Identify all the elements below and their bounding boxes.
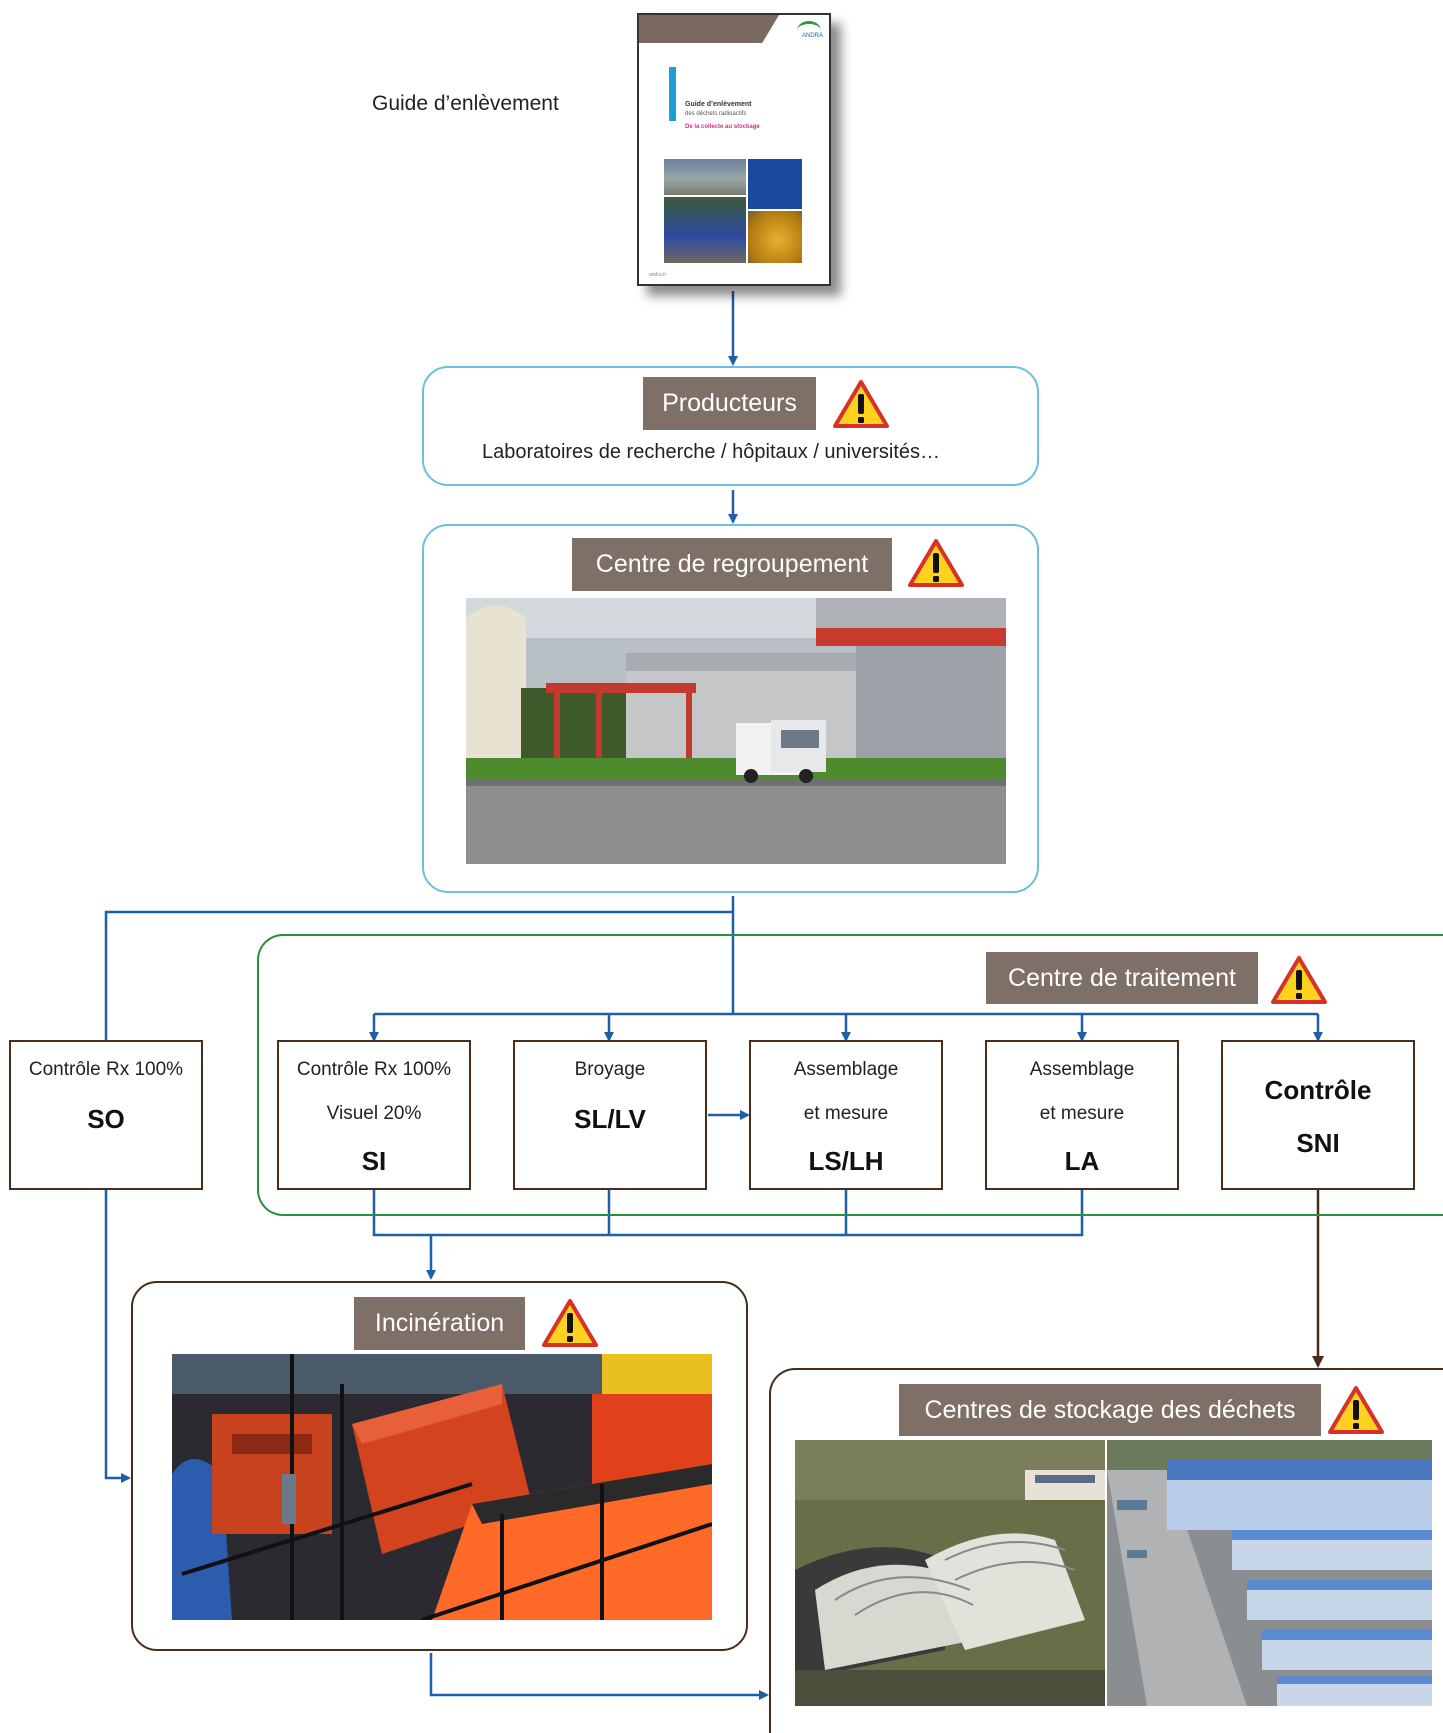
guide-doc-footer: andra.fr: [649, 272, 667, 278]
guide-logo-text: ANDRA: [801, 33, 823, 39]
traitement-box: [257, 934, 1443, 1216]
step-sl-lv-line1: Broyage: [574, 1059, 646, 1080]
guide-label: Guide d’enlèvement: [372, 92, 559, 115]
step-so: Contrôle Rx 100% SO: [9, 1040, 203, 1190]
guide-doc-subtitle: des déchets radioactifs: [685, 111, 747, 117]
step-la-code: LA: [1064, 1146, 1100, 1176]
step-si-code: SI: [361, 1146, 387, 1176]
producers-subtitle: Laboratoires de recherche / hôpitaux / u…: [482, 441, 941, 463]
guide-photo-collage: [664, 159, 802, 263]
warning-triangle-icon: [908, 539, 964, 587]
step-la: Assemblage et mesure LA: [985, 1040, 1179, 1190]
incineration-title: Incinération: [354, 1297, 525, 1350]
step-ls-lh: Assemblage et mesure LS/LH: [749, 1040, 943, 1190]
step-la-line1: Assemblage: [1029, 1059, 1135, 1080]
step-so-line1: Contrôle Rx 100%: [28, 1059, 184, 1080]
warning-triangle-icon: [542, 1299, 598, 1347]
step-si: Contrôle Rx 100% Visuel 20% SI: [277, 1040, 471, 1190]
stockage-photo-right: [1107, 1440, 1432, 1706]
warning-triangle-icon: [1328, 1386, 1384, 1434]
step-sni: Contrôle SNI: [1221, 1040, 1415, 1190]
line-to-so: [104, 910, 733, 1040]
step-sl-lv: Broyage SL/LV: [513, 1040, 707, 1190]
step-ls-lh-line1: Assemblage: [793, 1059, 899, 1080]
arrow-incineration-to-stockage: [429, 1653, 769, 1700]
step-ls-lh-code: LS/LH: [808, 1146, 884, 1176]
guide-document-thumbnail: ANDRA Guide d’enlèvement des déchets rad…: [637, 13, 831, 286]
stockage-title: Centres de stockage des déchets: [899, 1384, 1321, 1436]
incineration-box: [131, 1281, 748, 1651]
step-si-line2: Visuel 20%: [326, 1103, 422, 1124]
producers-box: [422, 366, 1039, 486]
regroupement-title: Centre de regroupement: [572, 538, 892, 591]
step-si-line1: Contrôle Rx 100%: [296, 1059, 452, 1080]
regroupement-box: [422, 524, 1039, 893]
guide-accent-bar: [669, 67, 676, 121]
incineration-photo: [172, 1354, 712, 1620]
line-collector-from-steps: [372, 1190, 1084, 1237]
regroupement-photo: [466, 598, 1006, 864]
step-la-line2: et mesure: [1039, 1103, 1125, 1124]
producers-title: Producteurs: [643, 377, 816, 430]
stockage-box: [769, 1368, 1443, 1733]
step-sni-code: SNI: [1296, 1128, 1340, 1158]
step-sni-line1: Contrôle: [1264, 1075, 1372, 1105]
andra-logo-icon: [797, 21, 821, 40]
line-so-to-incineration: [104, 1190, 131, 1483]
traitement-title: Centre de traitement: [986, 952, 1258, 1004]
guide-header-band: [639, 15, 779, 43]
step-ls-lh-line2: et mesure: [803, 1103, 889, 1124]
guide-doc-tagline: De la collecte au stockage: [685, 124, 760, 130]
stockage-photo-left: [795, 1440, 1105, 1706]
guide-doc-title: Guide d’enlèvement: [685, 101, 752, 108]
step-so-code: SO: [87, 1104, 125, 1134]
warning-triangle-icon: [833, 380, 889, 428]
warning-triangle-icon: [1271, 956, 1327, 1004]
step-sl-lv-code: SL/LV: [574, 1104, 646, 1134]
